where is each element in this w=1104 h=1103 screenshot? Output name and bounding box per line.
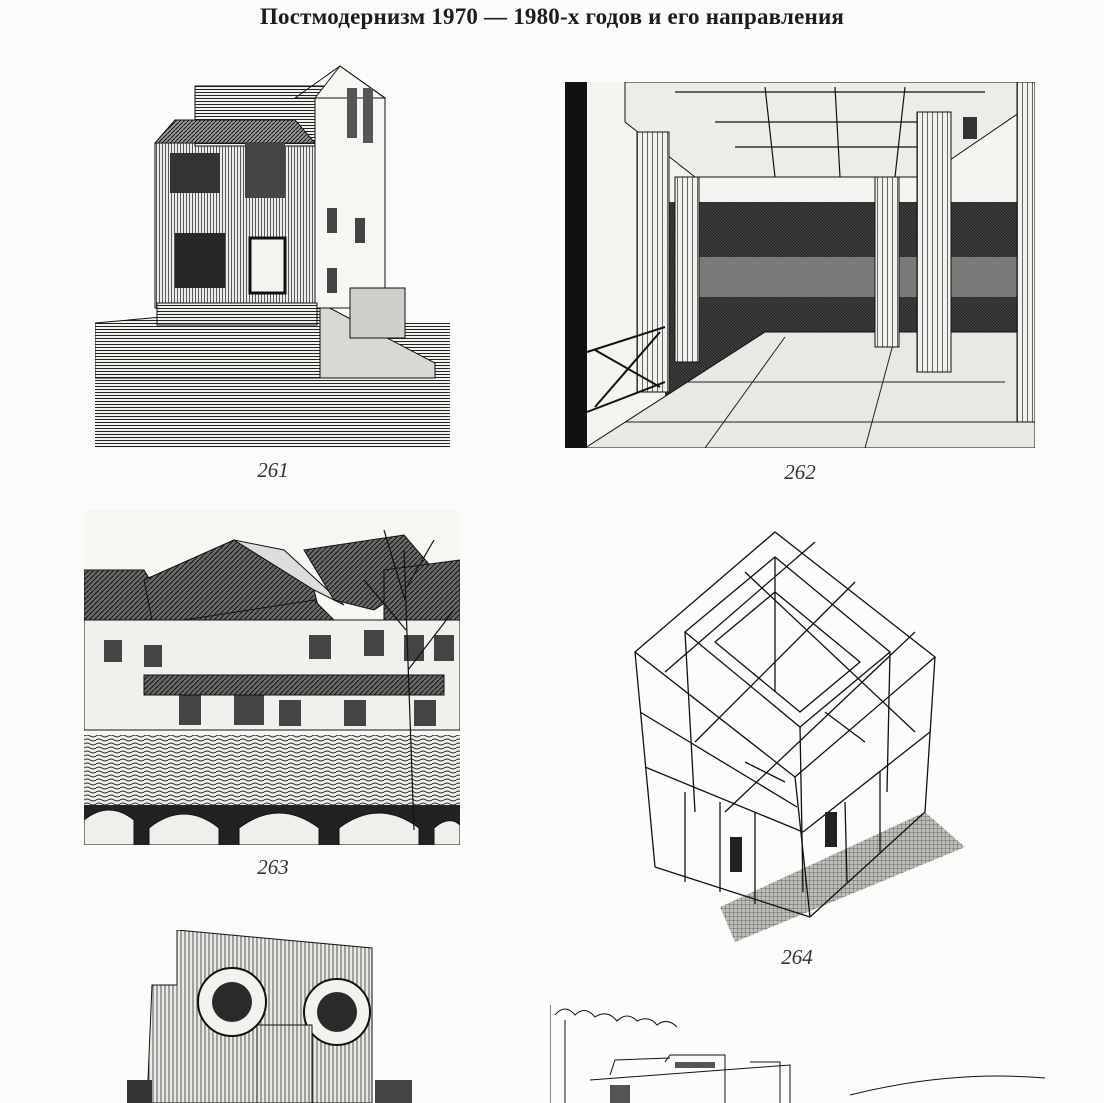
figure-264-caption: 264 bbox=[781, 945, 813, 969]
figure-262-caption: 262 bbox=[784, 460, 816, 484]
figure-262-illustration bbox=[565, 82, 1035, 448]
figure-265-illustration bbox=[127, 930, 412, 1103]
figure-264-illustration bbox=[625, 512, 970, 944]
page-title: Постмодернизм 1970 — 1980-х годов и его … bbox=[259, 4, 845, 29]
figure-263-caption: 263 bbox=[257, 855, 289, 879]
figure-266-illustration bbox=[550, 1000, 1050, 1103]
figure-263-illustration bbox=[84, 510, 460, 845]
figure-261-illustration bbox=[95, 58, 450, 448]
figure-261-caption: 261 bbox=[257, 458, 289, 482]
